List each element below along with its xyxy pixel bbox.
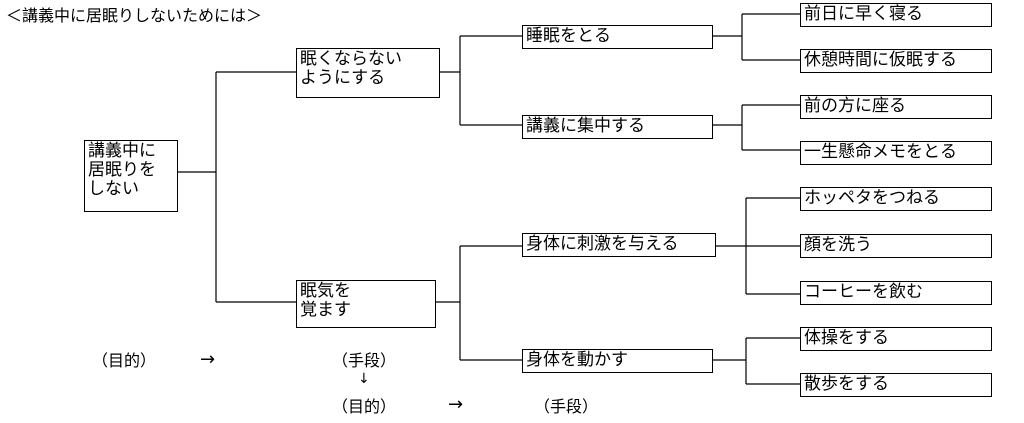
node-root: 講義中に 居眠りを しない [84, 140, 178, 212]
node-l3-i: 散歩をする [800, 373, 992, 397]
node-l3-a: 前日に早く寝る [800, 3, 992, 27]
legend-arrow-down: ↓ [358, 371, 370, 387]
node-l1-b: 眠気を 覚ます [296, 280, 436, 328]
node-l1-b-line-1: 眠気を [300, 281, 351, 301]
legend-arrow-right-2: → [448, 394, 464, 415]
node-l1-a: 眠くならない ようにする [296, 48, 440, 98]
legend-purpose-2: （目的） [332, 397, 397, 416]
node-l3-c: 前の方に座る [800, 95, 992, 119]
node-l2-d: 身体を動かす [522, 349, 713, 373]
node-l3-d: 一生懸命メモをとる [800, 141, 992, 165]
node-root-line-2: 居眠りを [88, 160, 156, 180]
node-l2-b: 講義に集中する [522, 115, 713, 139]
node-l3-g: コーヒーを飲む [800, 281, 992, 305]
node-l1-a-line-1: 眠くならない [300, 49, 402, 69]
node-l2-a: 睡眠をとる [522, 25, 713, 49]
node-root-line-1: 講義中に [88, 141, 156, 161]
node-l2-c: 身体に刺激を与える [522, 233, 716, 257]
diagram-title: ＜講義中に居眠りしないためには＞ [6, 6, 263, 25]
node-l3-f: 顔を洗う [800, 234, 992, 258]
node-root-line-3: しない [88, 179, 139, 199]
node-l3-h: 体操をする [800, 327, 992, 351]
node-l1-b-line-2: 覚ます [300, 300, 351, 320]
legend-purpose-1: （目的） [92, 351, 157, 370]
node-l3-e: ホッペタをつねる [800, 187, 992, 211]
legend-means-1: （手段） [332, 351, 397, 370]
node-l1-a-line-2: ようにする [300, 68, 386, 88]
legend-means-2: （手段） [534, 397, 599, 416]
node-l3-b: 休憩時間に仮眠する [800, 49, 992, 73]
legend-arrow-right-1: → [200, 349, 216, 370]
